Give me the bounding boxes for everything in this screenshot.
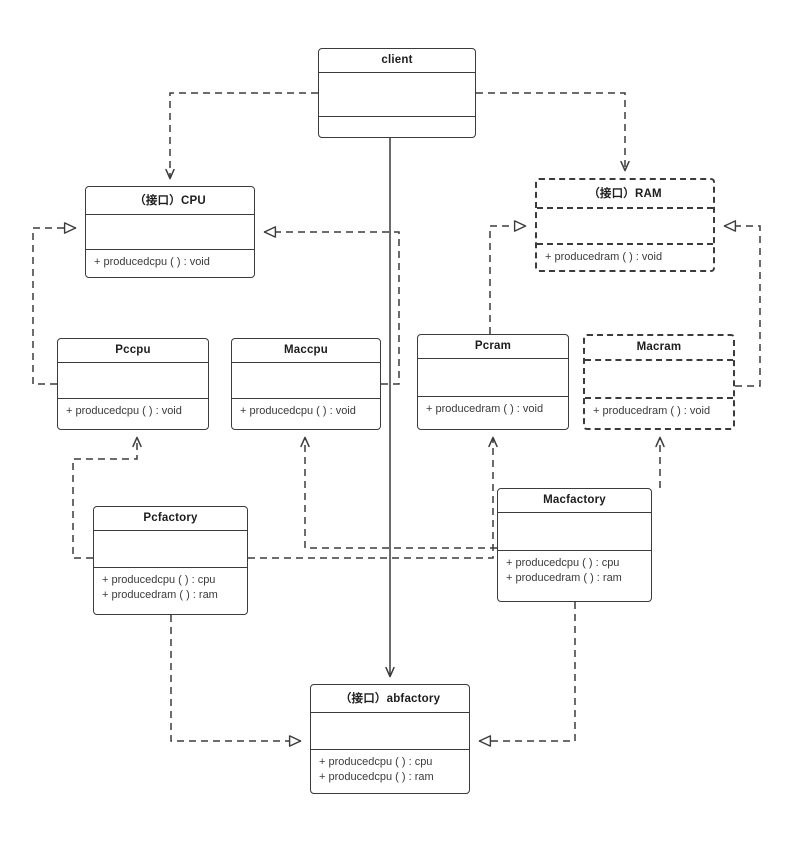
uml-class-title: （接口）RAM: [537, 180, 713, 209]
uml-attributes-compartment: [418, 359, 568, 397]
uml-operation: + producedcpu ( ) : void: [94, 256, 210, 268]
uml-attributes-compartment: [86, 215, 254, 250]
uml-operations-compartment: + producedram ( ) : void: [418, 397, 568, 429]
uml-class-pccpu[interactable]: Pccpu + producedcpu ( ) : void: [57, 338, 209, 430]
uml-class-title: client: [319, 49, 475, 73]
uml-operations-compartment: + producedcpu ( ) : void: [58, 399, 208, 429]
uml-interface-ram[interactable]: （接口）RAM + producedram ( ) : void: [535, 178, 715, 272]
uml-class-maccpu[interactable]: Maccpu + producedcpu ( ) : void: [231, 338, 381, 430]
uml-operations-compartment: + producedcpu ( ) : cpu + producedram ( …: [94, 568, 247, 614]
uml-operation: + producedram ( ) : ram: [102, 589, 218, 601]
uml-operations-compartment: + producedram ( ) : void: [585, 399, 733, 428]
uml-attributes-compartment: [537, 209, 713, 245]
uml-class-title: Macram: [585, 336, 733, 361]
uml-class-client[interactable]: client: [318, 48, 476, 138]
uml-operation: + producedcpu ( ) : void: [66, 405, 182, 417]
edge-pcfactory-pcram: [248, 436, 498, 559]
uml-class-pcram[interactable]: Pcram + producedram ( ) : void: [417, 334, 569, 430]
uml-class-title: Pcfactory: [94, 507, 247, 531]
edge-macfactory-maccpu: [300, 436, 497, 549]
uml-class-pcfactory[interactable]: Pcfactory + producedcpu ( ) : cpu + prod…: [93, 506, 248, 615]
uml-class-title: Pccpu: [58, 339, 208, 363]
edge-pcfactory-abfactory: [170, 615, 302, 747]
uml-operations-compartment: + producedcpu ( ) : cpu + producedcpu ( …: [311, 750, 469, 793]
uml-operation: + producedram ( ) : ram: [506, 572, 622, 584]
uml-class-macram[interactable]: Macram + producedram ( ) : void: [583, 334, 735, 430]
uml-attributes-compartment: [232, 363, 380, 399]
uml-attributes-compartment: [94, 531, 247, 568]
uml-class-macfactory[interactable]: Macfactory + producedcpu ( ) : cpu + pro…: [497, 488, 652, 602]
uml-operations-compartment: + producedcpu ( ) : void: [86, 250, 254, 277]
uml-operations-compartment: + producedcpu ( ) : void: [232, 399, 380, 429]
edge-macfactory-abfactory: [478, 602, 576, 747]
uml-operations-compartment: + producedram ( ) : void: [537, 245, 713, 270]
uml-operation: + producedcpu ( ) : cpu: [102, 574, 216, 586]
uml-operations-compartment: + producedcpu ( ) : cpu + producedram ( …: [498, 551, 651, 601]
uml-attributes-compartment: [311, 713, 469, 750]
uml-interface-abfactory[interactable]: （接口）abfactory + producedcpu ( ) : cpu + …: [310, 684, 470, 794]
uml-operation: + producedcpu ( ) : void: [240, 405, 356, 417]
uml-attributes-compartment: [58, 363, 208, 399]
edge-client-ram: [476, 92, 630, 172]
uml-attributes-compartment: [319, 73, 475, 117]
uml-operation: + producedcpu ( ) : cpu: [506, 557, 620, 569]
uml-operation: + producedcpu ( ) : cpu: [319, 756, 433, 768]
uml-attributes-compartment: [585, 361, 733, 399]
uml-operation: + producedcpu ( ) : ram: [319, 771, 434, 783]
uml-interface-cpu[interactable]: （接口）CPU + producedcpu ( ) : void: [85, 186, 255, 278]
edge-client-cpu: [165, 92, 318, 180]
uml-class-title: Maccpu: [232, 339, 380, 363]
uml-operations-compartment: [319, 117, 475, 137]
uml-class-title: Macfactory: [498, 489, 651, 513]
uml-operation: + producedram ( ) : void: [545, 251, 663, 263]
uml-class-title: （接口）CPU: [86, 187, 254, 215]
edge-pcram-ram: [489, 220, 527, 334]
uml-operation: + producedram ( ) : void: [426, 403, 544, 415]
uml-operation: + producedram ( ) : void: [593, 405, 711, 417]
uml-attributes-compartment: [498, 513, 651, 551]
uml-class-title: Pcram: [418, 335, 568, 359]
uml-class-title: （接口）abfactory: [311, 685, 469, 713]
